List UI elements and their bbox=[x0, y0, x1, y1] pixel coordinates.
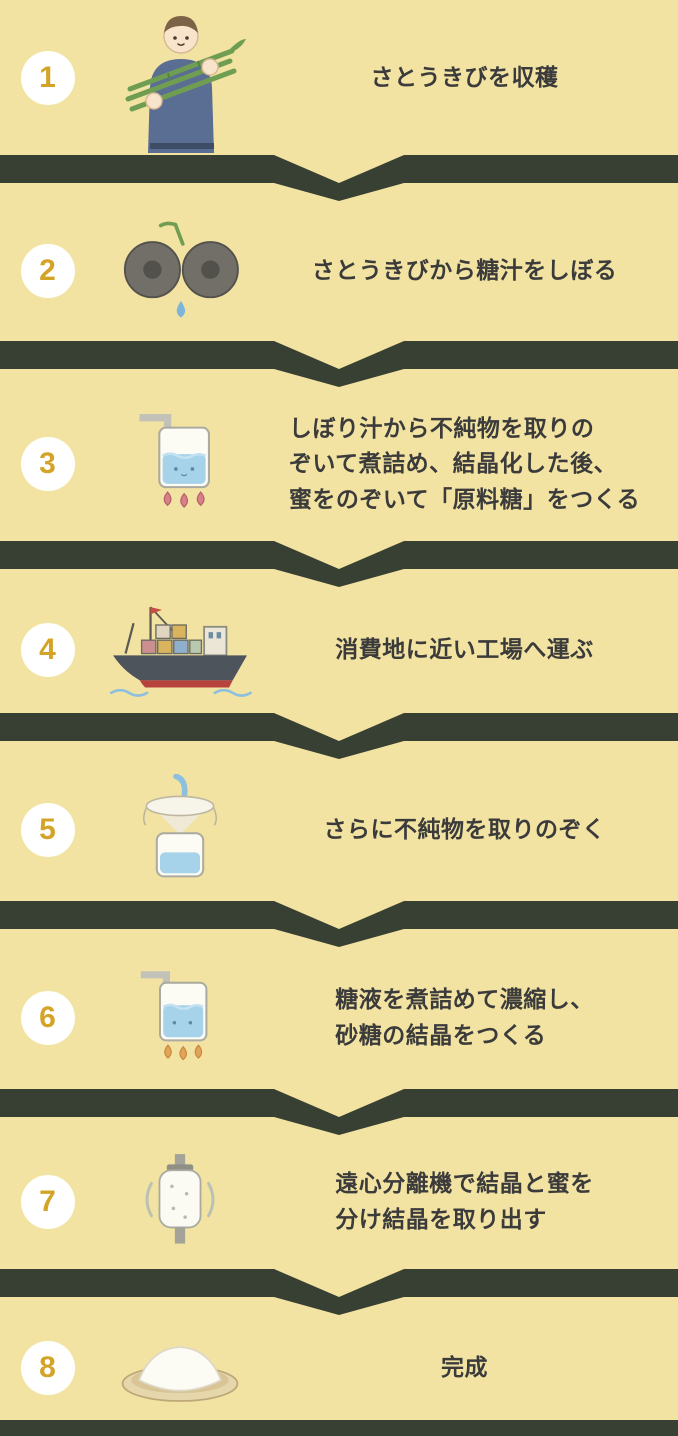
down-arrow-divider bbox=[0, 341, 678, 387]
step-5-label: さらに不純物を取りのぞく bbox=[323, 816, 606, 843]
step-number: 7 bbox=[39, 1185, 56, 1218]
sugar-plate-icon bbox=[95, 1326, 265, 1409]
step-7-label: 遠心分離機で結晶と蜜を 分け結晶を取り出す bbox=[335, 1170, 594, 1232]
step-number: 3 bbox=[39, 447, 56, 480]
step-5-row: 5 さらに不純物を取りのぞく bbox=[0, 759, 678, 901]
cargo-ship-icon bbox=[95, 600, 265, 700]
step-4-number-badge: 4 bbox=[20, 623, 75, 677]
step-number: 6 bbox=[39, 1001, 56, 1034]
step-1-row: 1 bbox=[0, 0, 678, 155]
step-7-row: 7 遠心分離機で結晶と蜜を 分け結晶を取り出す bbox=[0, 1135, 678, 1269]
step-number: 4 bbox=[39, 633, 56, 666]
step-5-number-badge: 5 bbox=[20, 803, 75, 857]
down-arrow-divider bbox=[0, 713, 678, 759]
step-number: 2 bbox=[39, 254, 56, 287]
step-6-row: 6 糖液を煮詰めて濃縮し、 砂糖の結晶をつくる bbox=[0, 947, 678, 1089]
step-6-label: 糖液を煮詰めて濃縮し、 砂糖の結晶をつくる bbox=[335, 986, 594, 1048]
step-number: 8 bbox=[39, 1350, 56, 1384]
step-7-number-badge: 7 bbox=[20, 1175, 75, 1229]
down-arrow-divider bbox=[0, 901, 678, 947]
down-arrow-divider bbox=[0, 1089, 678, 1135]
step-2-row: 2 さとうきびから糖汁をしぼる bbox=[0, 201, 678, 341]
boiling-cup-icon bbox=[95, 962, 265, 1074]
roller-press-icon bbox=[95, 220, 265, 323]
farmer-sugarcane-icon bbox=[95, 3, 265, 153]
down-arrow-divider bbox=[0, 1269, 678, 1315]
down-arrow-divider bbox=[0, 541, 678, 587]
step-8-row: 8 完成 bbox=[0, 1315, 678, 1420]
step-3-row: 3 しぼり汁から不純物を取りの ぞいて煮詰め、結晶化した後、 蜜をのぞいて「原料… bbox=[0, 387, 678, 541]
step-8-number-badge: 8 bbox=[20, 1340, 75, 1395]
step-1-label: さとうきびを収穫 bbox=[370, 63, 559, 90]
step-3-label: しぼり汁から不純物を取りの ぞいて煮詰め、結晶化した後、 蜜をのぞいて「原料糖」… bbox=[288, 414, 641, 512]
step-4-row: 4 bbox=[0, 587, 678, 713]
step-8-label: 完成 bbox=[441, 1353, 488, 1380]
step-4-label: 消費地に近い工場へ運ぶ bbox=[335, 636, 594, 663]
step-1-number-badge: 1 bbox=[20, 50, 75, 105]
step-2-number-badge: 2 bbox=[20, 244, 75, 298]
filter-cloth-icon bbox=[95, 774, 265, 886]
step-6-number-badge: 6 bbox=[20, 991, 75, 1045]
step-number: 5 bbox=[39, 813, 56, 846]
step-3-number-badge: 3 bbox=[20, 437, 75, 491]
down-arrow-divider bbox=[0, 155, 678, 201]
bottom-border bbox=[0, 1420, 678, 1436]
step-number: 1 bbox=[39, 60, 56, 94]
boiling-pot-icon bbox=[95, 406, 265, 522]
step-2-label: さとうきびから糖汁をしぼる bbox=[311, 257, 618, 284]
centrifuge-icon bbox=[95, 1151, 265, 1254]
